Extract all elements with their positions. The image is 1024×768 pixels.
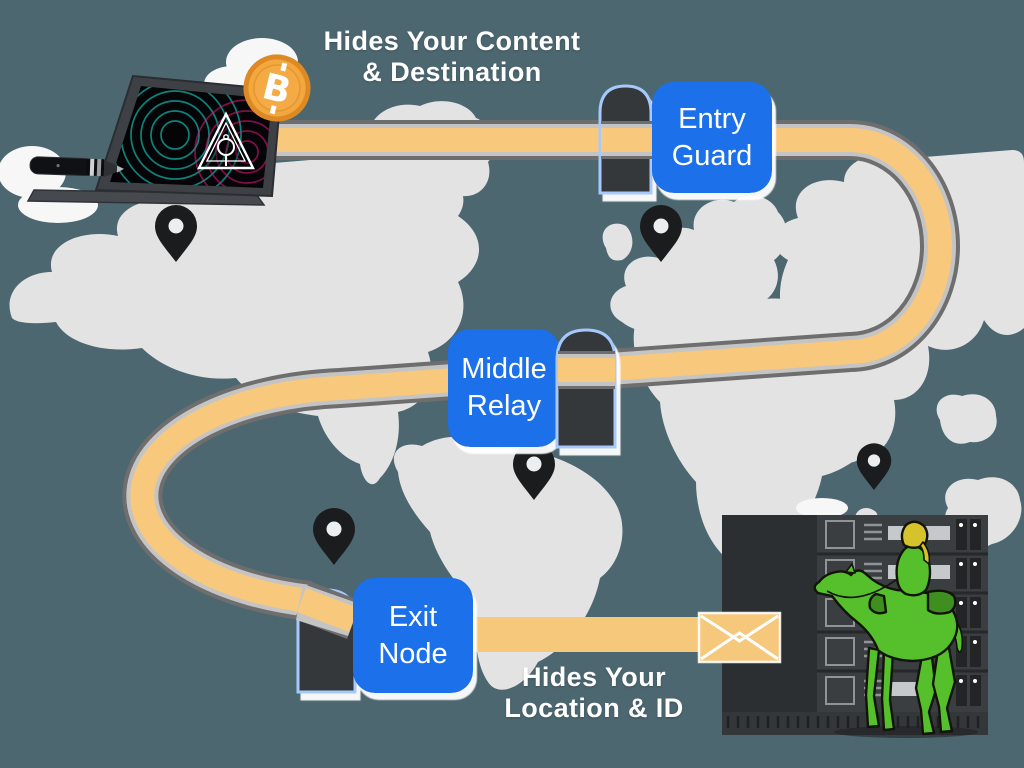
exit-node-label: Exit Node <box>353 578 473 693</box>
user-laptop-icon <box>26 74 283 206</box>
bitcoin-coin-icon: B <box>243 54 311 122</box>
middle-relay-label: Middle Relay <box>448 329 560 447</box>
caption-line: Hides Your Content <box>323 26 581 56</box>
laptop-screen-art <box>110 86 272 188</box>
camel-saddlebag-rear <box>926 589 957 615</box>
message-envelope-icon <box>690 611 782 664</box>
route-pipe <box>122 120 960 621</box>
relay-box-exit <box>353 578 473 693</box>
caption-line: Hides Your <box>521 662 667 692</box>
cloud <box>796 498 848 518</box>
caption-line: Location & ID <box>504 693 684 724</box>
hidden-service-server <box>690 515 988 738</box>
exit-beam <box>455 617 705 652</box>
relay-box-middle <box>448 329 560 447</box>
tunnel-pipe-segment <box>601 121 653 159</box>
middle-relay-tunnel <box>448 328 617 449</box>
camel-hind-leg <box>931 646 957 734</box>
tunnel-pipe-segment <box>295 581 361 639</box>
entry-guard-tunnel <box>598 82 772 195</box>
location-pin-icon <box>640 205 682 262</box>
location-pin-icon <box>313 508 355 565</box>
relay-label-line: Guard <box>671 139 753 172</box>
island-britain <box>602 223 633 261</box>
rider-scarf <box>919 541 931 565</box>
continent-asia <box>774 150 1024 463</box>
relay-label-line: Node <box>378 637 448 670</box>
pipe-core <box>130 128 952 613</box>
caption-line: & Destination <box>362 57 542 88</box>
relay-label-line: Entry <box>678 102 746 135</box>
relay-label-line: Exit <box>388 600 438 633</box>
location-pin-icon <box>155 205 197 262</box>
pen-icon <box>29 156 125 178</box>
island-japan <box>1000 282 1020 310</box>
camel-rein <box>826 579 897 599</box>
location-pin-icon <box>513 443 555 500</box>
camel-hind-leg <box>914 654 938 736</box>
caption-hides-location: Hides Your Location & ID <box>448 662 740 725</box>
camel-ear <box>845 563 856 574</box>
islands-southeast-asia <box>936 394 997 444</box>
silk-road-camel-icon <box>813 520 978 738</box>
camel-saddlebag-front <box>868 592 888 615</box>
tunnel-pipe-segment <box>558 351 615 389</box>
entry-guard-label: Entry Guard <box>652 82 772 193</box>
marketplace-triangle-logo <box>197 111 255 170</box>
relay-label-line: Middle <box>461 353 547 386</box>
location-pins <box>155 205 892 565</box>
caption-hides-content: Hides Your Content & Destination <box>250 26 654 89</box>
location-pin-icon <box>856 443 892 490</box>
relay-box-entry <box>652 82 772 193</box>
camel-shadow <box>834 726 978 738</box>
relay-label-line: Relay <box>466 390 542 422</box>
exit-node-tunnel <box>295 578 473 694</box>
rider-turban <box>900 520 929 549</box>
